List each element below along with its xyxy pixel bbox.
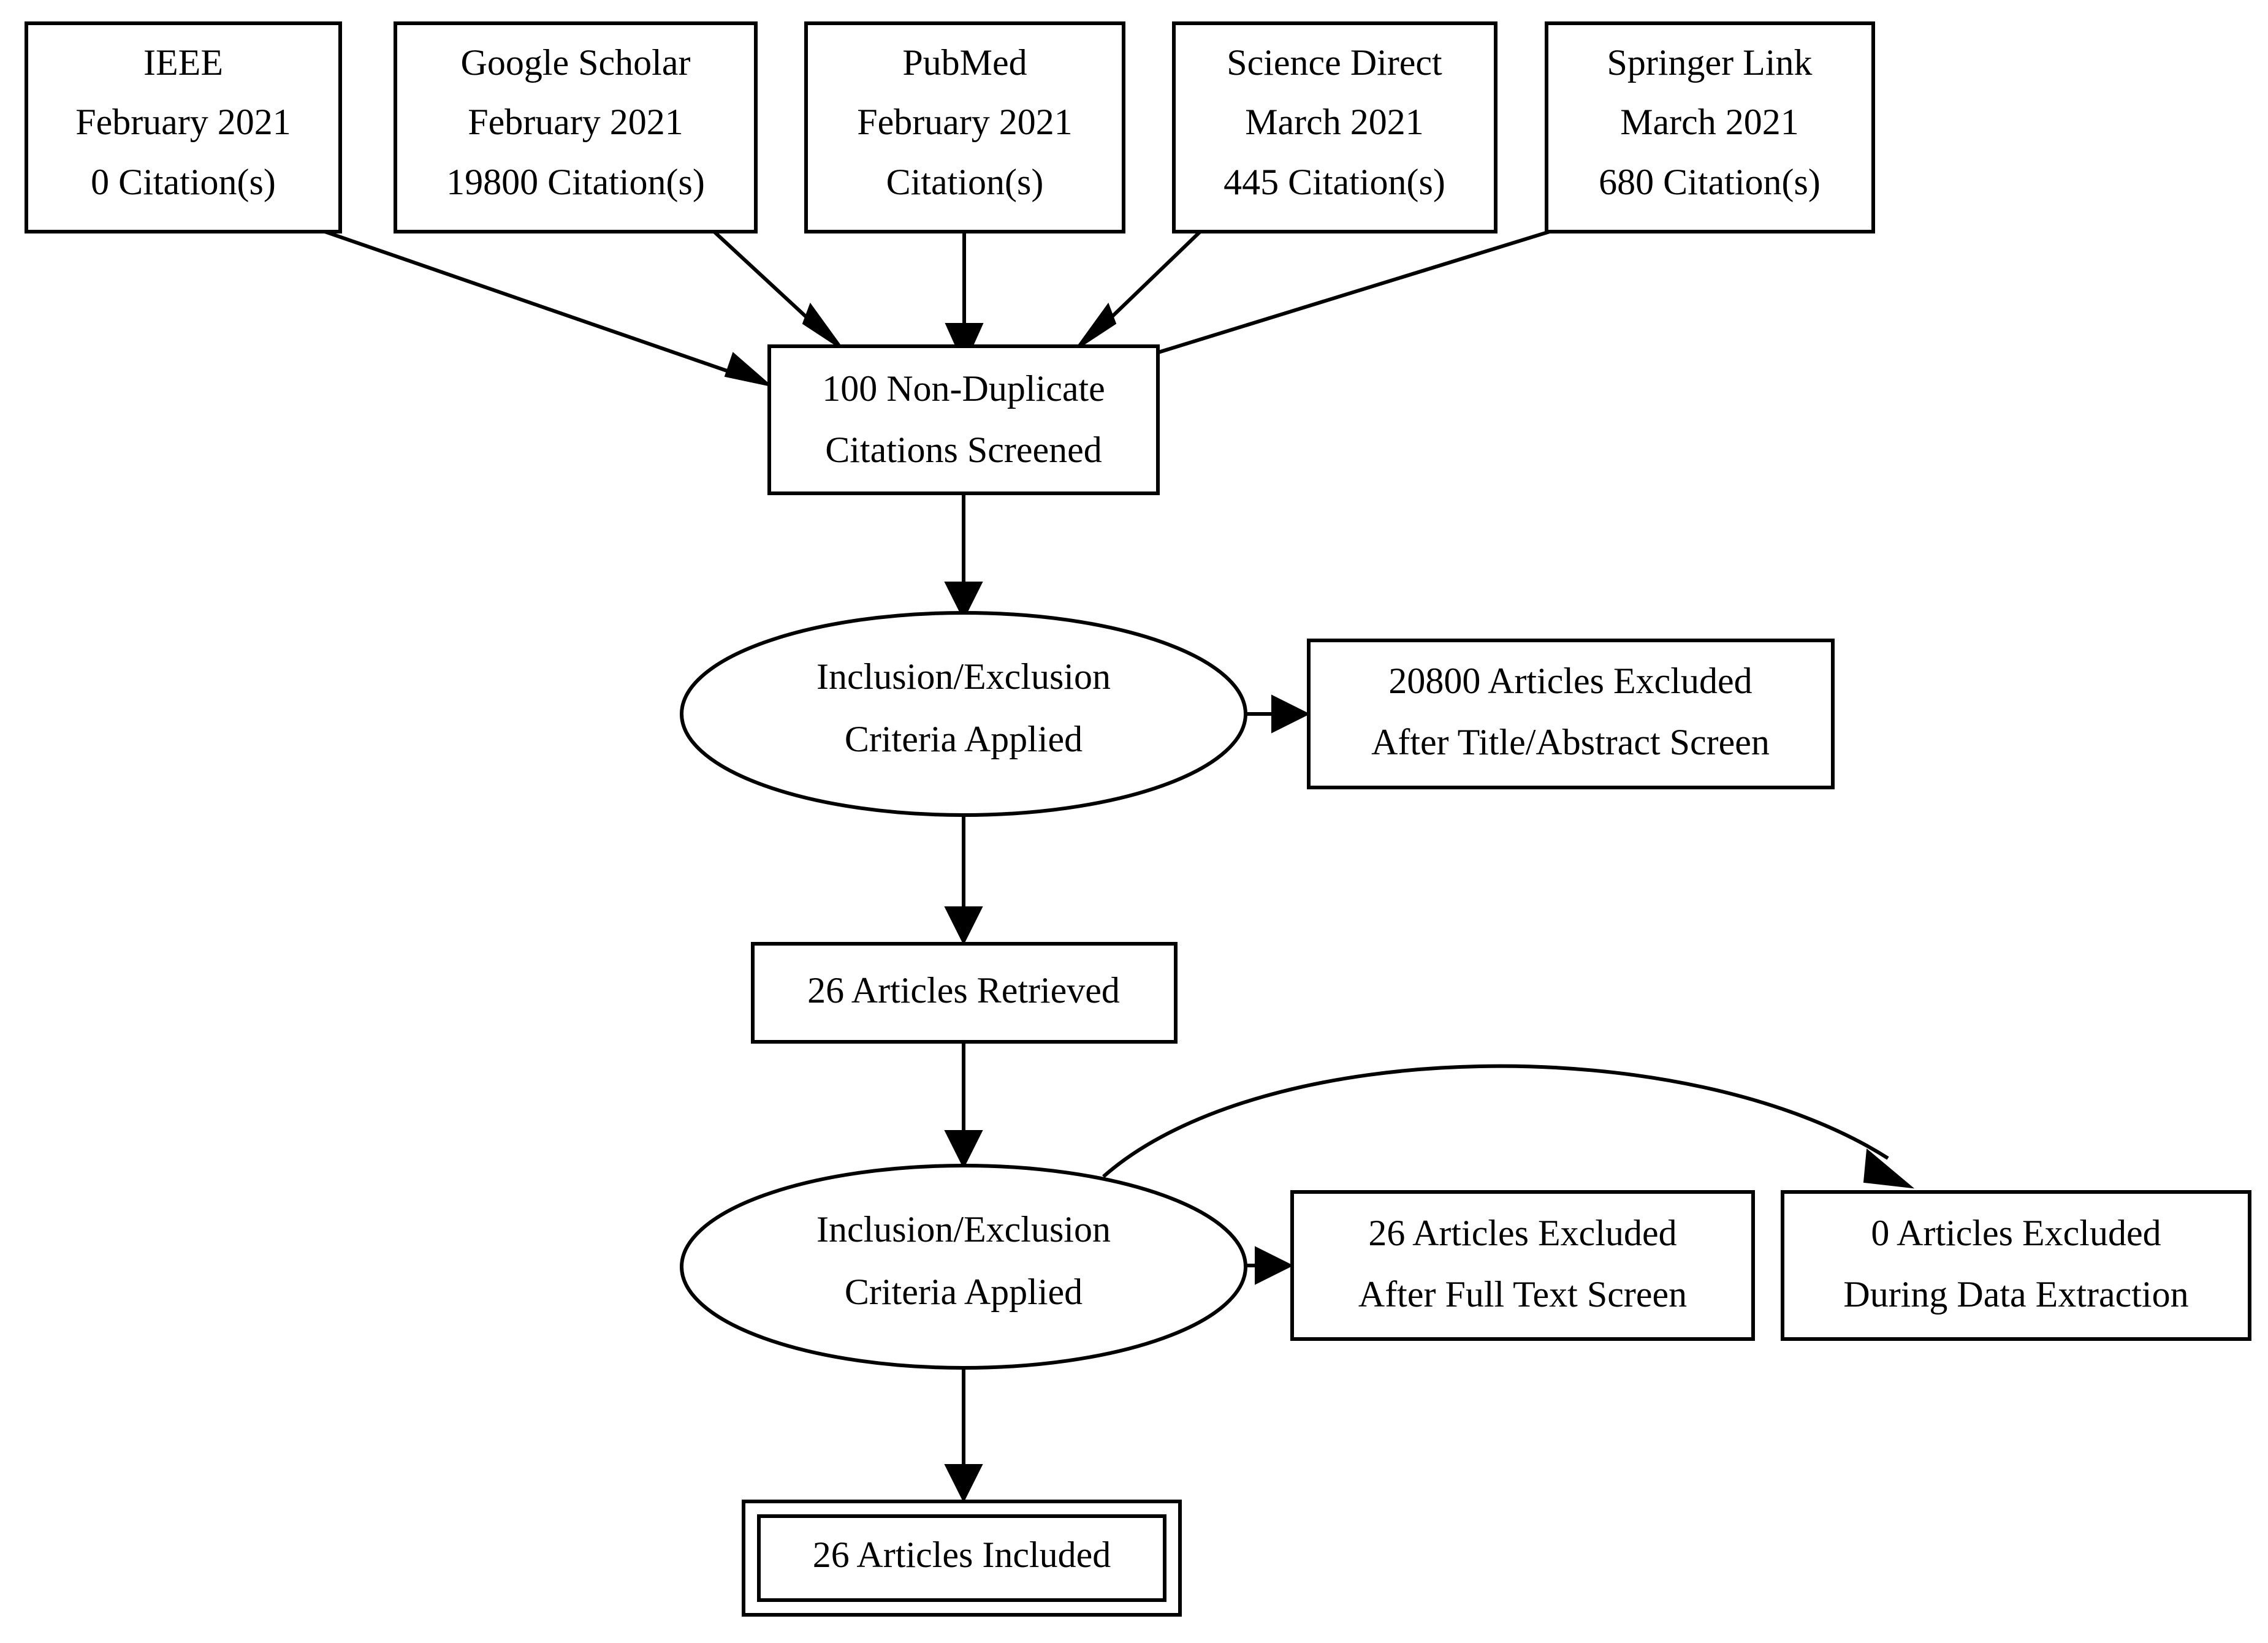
source-name-science-direct: Science Direct [1227,42,1442,83]
excluded-title-abstract-line-1: 20800 Articles Excluded [1388,661,1752,701]
screened-line-1: 100 Non-Duplicate [822,368,1105,409]
source-date-google-scholar: February 2021 [468,102,683,142]
screened-box[interactable]: 100 Non-Duplicate Citations Screened [767,344,1160,495]
source-date-science-direct: March 2021 [1245,102,1424,142]
criteria-first-line-2: Criteria Applied [845,719,1083,759]
edge-science-direct-to-screened [1074,230,1202,351]
source-name-springer-link: Springer Link [1607,42,1813,83]
source-box-ieee[interactable]: IEEE February 2021 0 Citation(s) [25,21,342,233]
excluded-full-text-line-2: After Full Text Screen [1358,1274,1687,1315]
excluded-data-extraction-line-1: 0 Articles Excluded [1871,1213,2161,1253]
included-box[interactable]: 26 Articles Included [742,1500,1182,1617]
excluded-full-text-line-1: 26 Articles Excluded [1368,1213,1676,1253]
edge-ieee-to-screened [324,230,774,387]
edge-criteria-2-to-excluded-data-extraction [1102,1064,1915,1189]
source-date-pubmed: February 2021 [857,102,1073,142]
screened-line-2: Citations Screened [825,430,1102,470]
source-date-ieee: February 2021 [75,102,291,142]
source-name-ieee: IEEE [143,42,223,83]
edge-criteria-1-to-retrieved [944,815,983,946]
source-citations-science-direct: 445 Citation(s) [1223,162,1445,202]
source-date-springer-link: March 2021 [1620,102,1799,142]
source-box-science-direct[interactable]: Science Direct March 2021 445 Citation(s… [1172,21,1497,233]
edge-criteria-2-to-included [944,1370,983,1503]
included-line-1: 26 Articles Included [813,1535,1111,1575]
criteria-ellipse-first[interactable]: Inclusion/Exclusion Criteria Applied [680,611,1247,817]
excluded-title-abstract-box[interactable]: 20800 Articles Excluded After Title/Abst… [1307,639,1835,789]
excluded-data-extraction-box[interactable]: 0 Articles Excluded During Data Extracti… [1781,1190,2251,1341]
criteria-ellipse-second[interactable]: Inclusion/Exclusion Criteria Applied [680,1164,1247,1370]
source-name-pubmed: PubMed [902,42,1027,83]
source-box-springer-link[interactable]: Springer Link March 2021 680 Citation(s) [1545,21,1875,233]
source-citations-ieee: 0 Citation(s) [91,162,276,202]
excluded-data-extraction-line-2: During Data Extraction [1843,1274,2188,1315]
excluded-full-text-box[interactable]: 26 Articles Excluded After Full Text Scr… [1290,1190,1755,1341]
source-name-google-scholar: Google Scholar [461,42,691,83]
retrieved-box[interactable]: 26 Articles Retrieved [751,942,1178,1044]
edge-pubmed-to-screened [945,232,984,366]
retrieved-line-1: 26 Articles Retrieved [807,970,1120,1011]
excluded-title-abstract-line-2: After Title/Abstract Screen [1371,722,1770,762]
edge-retrieved-to-criteria-2 [944,1042,983,1169]
source-box-pubmed[interactable]: PubMed February 2021 Citation(s) [804,21,1125,233]
edge-screened-to-criteria-1 [944,493,983,621]
source-box-google-scholar[interactable]: Google Scholar February 2021 19800 Citat… [394,21,758,233]
criteria-second-line-2: Criteria Applied [845,1272,1083,1312]
edge-google-scholar-to-screened [712,230,845,351]
source-citations-pubmed: Citation(s) [886,162,1044,202]
source-citations-springer-link: 680 Citation(s) [1599,162,1821,202]
criteria-second-line-1: Inclusion/Exclusion [816,1209,1111,1250]
source-citations-google-scholar: 19800 Citation(s) [446,162,705,202]
criteria-first-line-1: Inclusion/Exclusion [816,656,1111,697]
